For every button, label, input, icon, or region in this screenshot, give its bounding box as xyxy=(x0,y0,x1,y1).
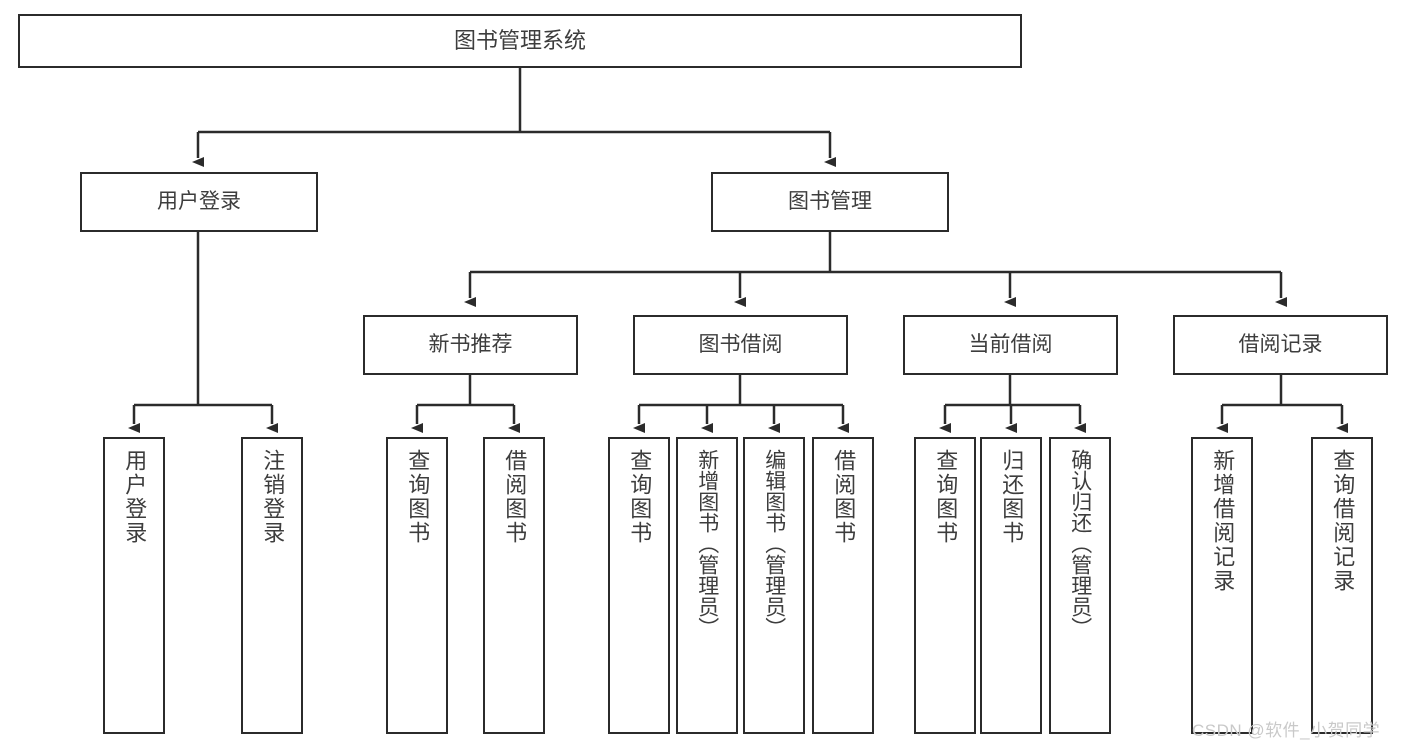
leaf-user-login[interactable]: 用户登录 xyxy=(103,437,165,734)
node-book-borrowing[interactable]: 图书借阅 xyxy=(633,315,848,375)
leaf-borrow-books-recommend[interactable]: 借阅图书 xyxy=(483,437,545,734)
leaf-query-books-borrow[interactable]: 查询图书 xyxy=(608,437,670,734)
node-label: 用户登录 xyxy=(122,449,148,545)
node-label: 编辑图书（管理员） xyxy=(762,449,786,638)
leaf-add-borrow-record[interactable]: 新增借阅记录 xyxy=(1191,437,1253,734)
node-label: 当前借阅 xyxy=(968,332,1053,356)
node-label: 借阅图书 xyxy=(502,449,528,545)
leaf-borrow-books[interactable]: 借阅图书 xyxy=(812,437,874,734)
node-label: 确认归还（管理员） xyxy=(1068,449,1092,638)
node-label: 新增图书（管理员） xyxy=(695,449,719,638)
node-current-borrowing[interactable]: 当前借阅 xyxy=(903,315,1118,375)
node-label: 新书推荐 xyxy=(428,332,513,356)
node-label: 图书管理系统 xyxy=(453,28,586,54)
node-label: 查询图书 xyxy=(405,449,431,545)
leaf-add-book-admin[interactable]: 新增图书（管理员） xyxy=(676,437,738,734)
node-borrowing-record[interactable]: 借阅记录 xyxy=(1173,315,1388,375)
node-label: 借阅图书 xyxy=(831,449,857,545)
node-label: 注销登录 xyxy=(260,449,286,545)
node-label: 新增借阅记录 xyxy=(1210,449,1236,593)
node-label: 图书借阅 xyxy=(698,332,783,356)
node-label: 查询图书 xyxy=(627,449,653,545)
node-label: 用户登录 xyxy=(157,189,241,213)
leaf-query-books-current[interactable]: 查询图书 xyxy=(914,437,976,734)
csdn-watermark: CSDN @软件_小贺同学 xyxy=(1192,721,1381,740)
node-label: 图书管理 xyxy=(788,189,872,213)
node-root-library-management-system[interactable]: 图书管理系统 xyxy=(18,14,1022,68)
leaf-logout[interactable]: 注销登录 xyxy=(241,437,303,734)
node-label: 查询借阅记录 xyxy=(1330,449,1356,593)
leaf-query-books-recommend[interactable]: 查询图书 xyxy=(386,437,448,734)
node-label: 归还图书 xyxy=(999,449,1025,545)
node-new-book-recommendation[interactable]: 新书推荐 xyxy=(363,315,578,375)
node-book-management[interactable]: 图书管理 xyxy=(711,172,949,232)
leaf-edit-book-admin[interactable]: 编辑图书（管理员） xyxy=(743,437,805,734)
node-label: 借阅记录 xyxy=(1238,332,1323,356)
leaf-confirm-return-admin[interactable]: 确认归还（管理员） xyxy=(1049,437,1111,734)
leaf-return-books[interactable]: 归还图书 xyxy=(980,437,1042,734)
leaf-query-borrow-record[interactable]: 查询借阅记录 xyxy=(1311,437,1373,734)
node-user-login[interactable]: 用户登录 xyxy=(80,172,318,232)
node-label: 查询图书 xyxy=(933,449,959,545)
